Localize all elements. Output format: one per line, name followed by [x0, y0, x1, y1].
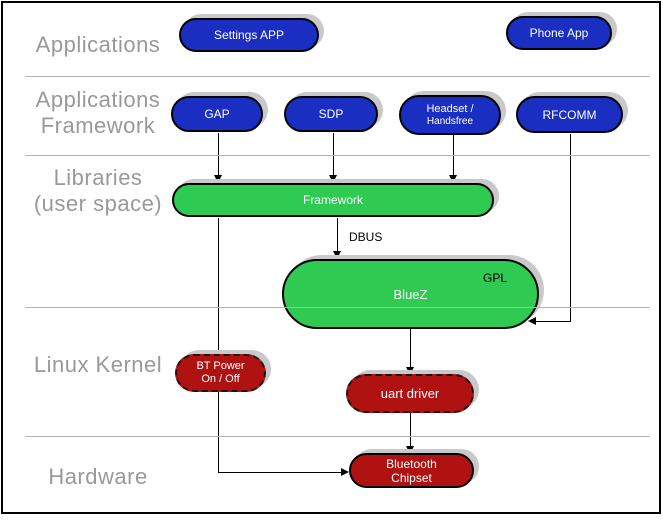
node-bt-power-label-line1: BT Power	[196, 360, 245, 372]
layer-divider-libraries	[25, 307, 650, 308]
node-phone-app-label: Phone App	[529, 26, 589, 40]
layer-label-libraries-line2: (user space)	[33, 191, 163, 216]
layer-divider-applications	[25, 76, 650, 77]
connector-bluez-to-uart	[410, 329, 411, 375]
arrowhead-headset-framework	[449, 175, 457, 183]
node-headset-label-line2: Handsfree	[426, 115, 474, 127]
node-bt-power: BT Power On / Off	[175, 354, 266, 392]
connector-headset-to-framework	[453, 135, 454, 181]
layer-label-libraries: Libraries (user space)	[10, 165, 186, 217]
node-headset-handsfree: Headset / Handsfree	[399, 95, 501, 135]
node-headset-label-line1: Headset /	[426, 102, 474, 115]
layer-label-libraries-line1: Libraries	[53, 165, 143, 190]
node-gap: GAP	[171, 96, 263, 132]
node-bluez-label: BlueZ	[393, 286, 428, 302]
node-bluetooth-chipset-label-line1: Bluetooth	[386, 456, 437, 471]
node-phone-app: Phone App	[506, 16, 612, 50]
node-bluetooth-chipset: Bluetooth Chipset	[349, 453, 474, 488]
arrowhead-bluez-uart	[406, 367, 414, 375]
node-bluez: GPL BlueZ	[282, 259, 539, 329]
node-settings-app-label: Settings APP	[213, 28, 285, 42]
layer-label-linux-kernel-text: Linux Kernel	[33, 352, 163, 377]
layer-label-hardware: Hardware	[10, 464, 186, 490]
arrowhead-to-chipset-left	[341, 468, 349, 476]
node-gap-label: GAP	[204, 107, 230, 121]
node-bt-power-label-line2: On / Off	[201, 373, 240, 385]
gpl-badge: GPL	[482, 271, 507, 285]
node-uart-driver-label: uart driver	[380, 386, 440, 401]
node-rfcomm: RFCOMM	[516, 96, 623, 133]
layer-label-linux-kernel: Linux Kernel	[10, 352, 186, 378]
node-sdp: SDP	[284, 96, 378, 132]
layer-label-applications-framework-line1: Applications	[35, 87, 161, 112]
connector-rfcomm-vertical	[570, 134, 571, 322]
layer-divider-framework	[25, 155, 650, 156]
connector-to-chipset-horizontal	[218, 472, 343, 473]
node-sdp-label: SDP	[318, 107, 344, 121]
layer-label-applications: Applications	[10, 32, 186, 58]
arrowhead-rfcomm-bluez	[528, 317, 536, 325]
arrowhead-gap-framework	[214, 175, 222, 183]
layer-label-hardware-text: Hardware	[48, 464, 148, 489]
connector-rfcomm-to-bluez	[532, 321, 571, 322]
layer-label-applications-framework: Applications Framework	[10, 87, 186, 139]
arrowhead-dbus-bluez	[333, 251, 341, 259]
layer-label-applications-text: Applications	[35, 32, 161, 57]
node-rfcomm-label: RFCOMM	[542, 107, 597, 122]
node-framework: Framework	[172, 183, 494, 217]
node-uart-driver: uart driver	[346, 374, 474, 413]
layer-divider-kernel	[25, 436, 650, 437]
connector-uart-to-chipset	[410, 413, 411, 454]
diagram-border	[1, 1, 661, 514]
layer-label-applications-framework-line2: Framework	[40, 113, 156, 138]
dbus-edge-label: DBUS	[349, 230, 383, 244]
node-settings-app: Settings APP	[179, 18, 319, 52]
node-framework-label: Framework	[302, 193, 363, 207]
connector-framework-to-bluez-dbus	[337, 218, 338, 260]
connector-gap-to-framework	[218, 133, 219, 181]
arrowhead-sdp-framework	[329, 175, 337, 183]
connector-framework-to-hardware-vertical	[218, 218, 219, 473]
node-bluetooth-chipset-label-line2: Chipset	[391, 470, 432, 485]
arrowhead-uart-chipset	[406, 446, 414, 454]
connector-sdp-to-framework	[333, 133, 334, 181]
